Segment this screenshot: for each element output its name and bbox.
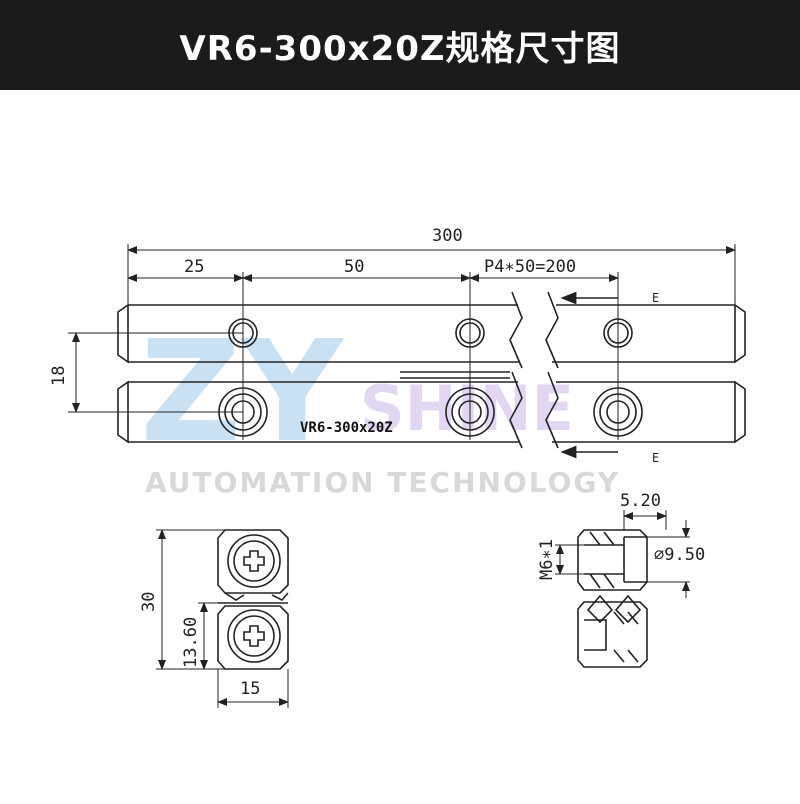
dim-first-pitch: 50 (344, 257, 364, 277)
model-label: VR6-300x20Z (300, 420, 393, 436)
title-bar: VR6-300x20Z规格尺寸图 (0, 0, 800, 90)
dim-counterbore-dia: ∅9.50 (654, 545, 705, 565)
dim-rail-spacing-lines (68, 332, 243, 413)
dim-total-length: 300 (432, 226, 463, 246)
dimension-lines-top (127, 244, 736, 440)
section-arrows (560, 291, 618, 459)
dim-height: 30 (139, 592, 159, 612)
dim-half-height: 13.60 (181, 617, 201, 668)
technical-drawing: ZY SHINE AUTOMATION TECHNOLOGY (0, 90, 800, 800)
section-mark-bottom: E (652, 451, 659, 465)
dim-counterbore-depth: 5.20 (620, 491, 661, 511)
dim-thread: M6∗1 (537, 539, 557, 580)
section-mark-top: E (652, 291, 659, 305)
watermark: ZY SHINE AUTOMATION TECHNOLOGY (140, 311, 620, 499)
drawing-canvas: ZY SHINE AUTOMATION TECHNOLOGY (49, 226, 746, 708)
watermark-tagline: AUTOMATION TECHNOLOGY (145, 466, 620, 499)
page-title: VR6-300x20Z规格尺寸图 (179, 28, 621, 69)
dim-rail-spacing: 18 (49, 366, 69, 386)
dim-lines-left-view (156, 529, 289, 708)
dim-width: 15 (240, 679, 260, 699)
dim-lines-right-view (555, 510, 690, 598)
dim-end-offset: 25 (184, 257, 204, 277)
watermark-logo: ZY (140, 311, 345, 474)
dim-pitch-formula: P4∗50=200 (484, 257, 576, 277)
end-view-left (217, 529, 289, 670)
watermark-logo-sub: SHINE (360, 372, 574, 445)
section-view-right (577, 529, 648, 668)
